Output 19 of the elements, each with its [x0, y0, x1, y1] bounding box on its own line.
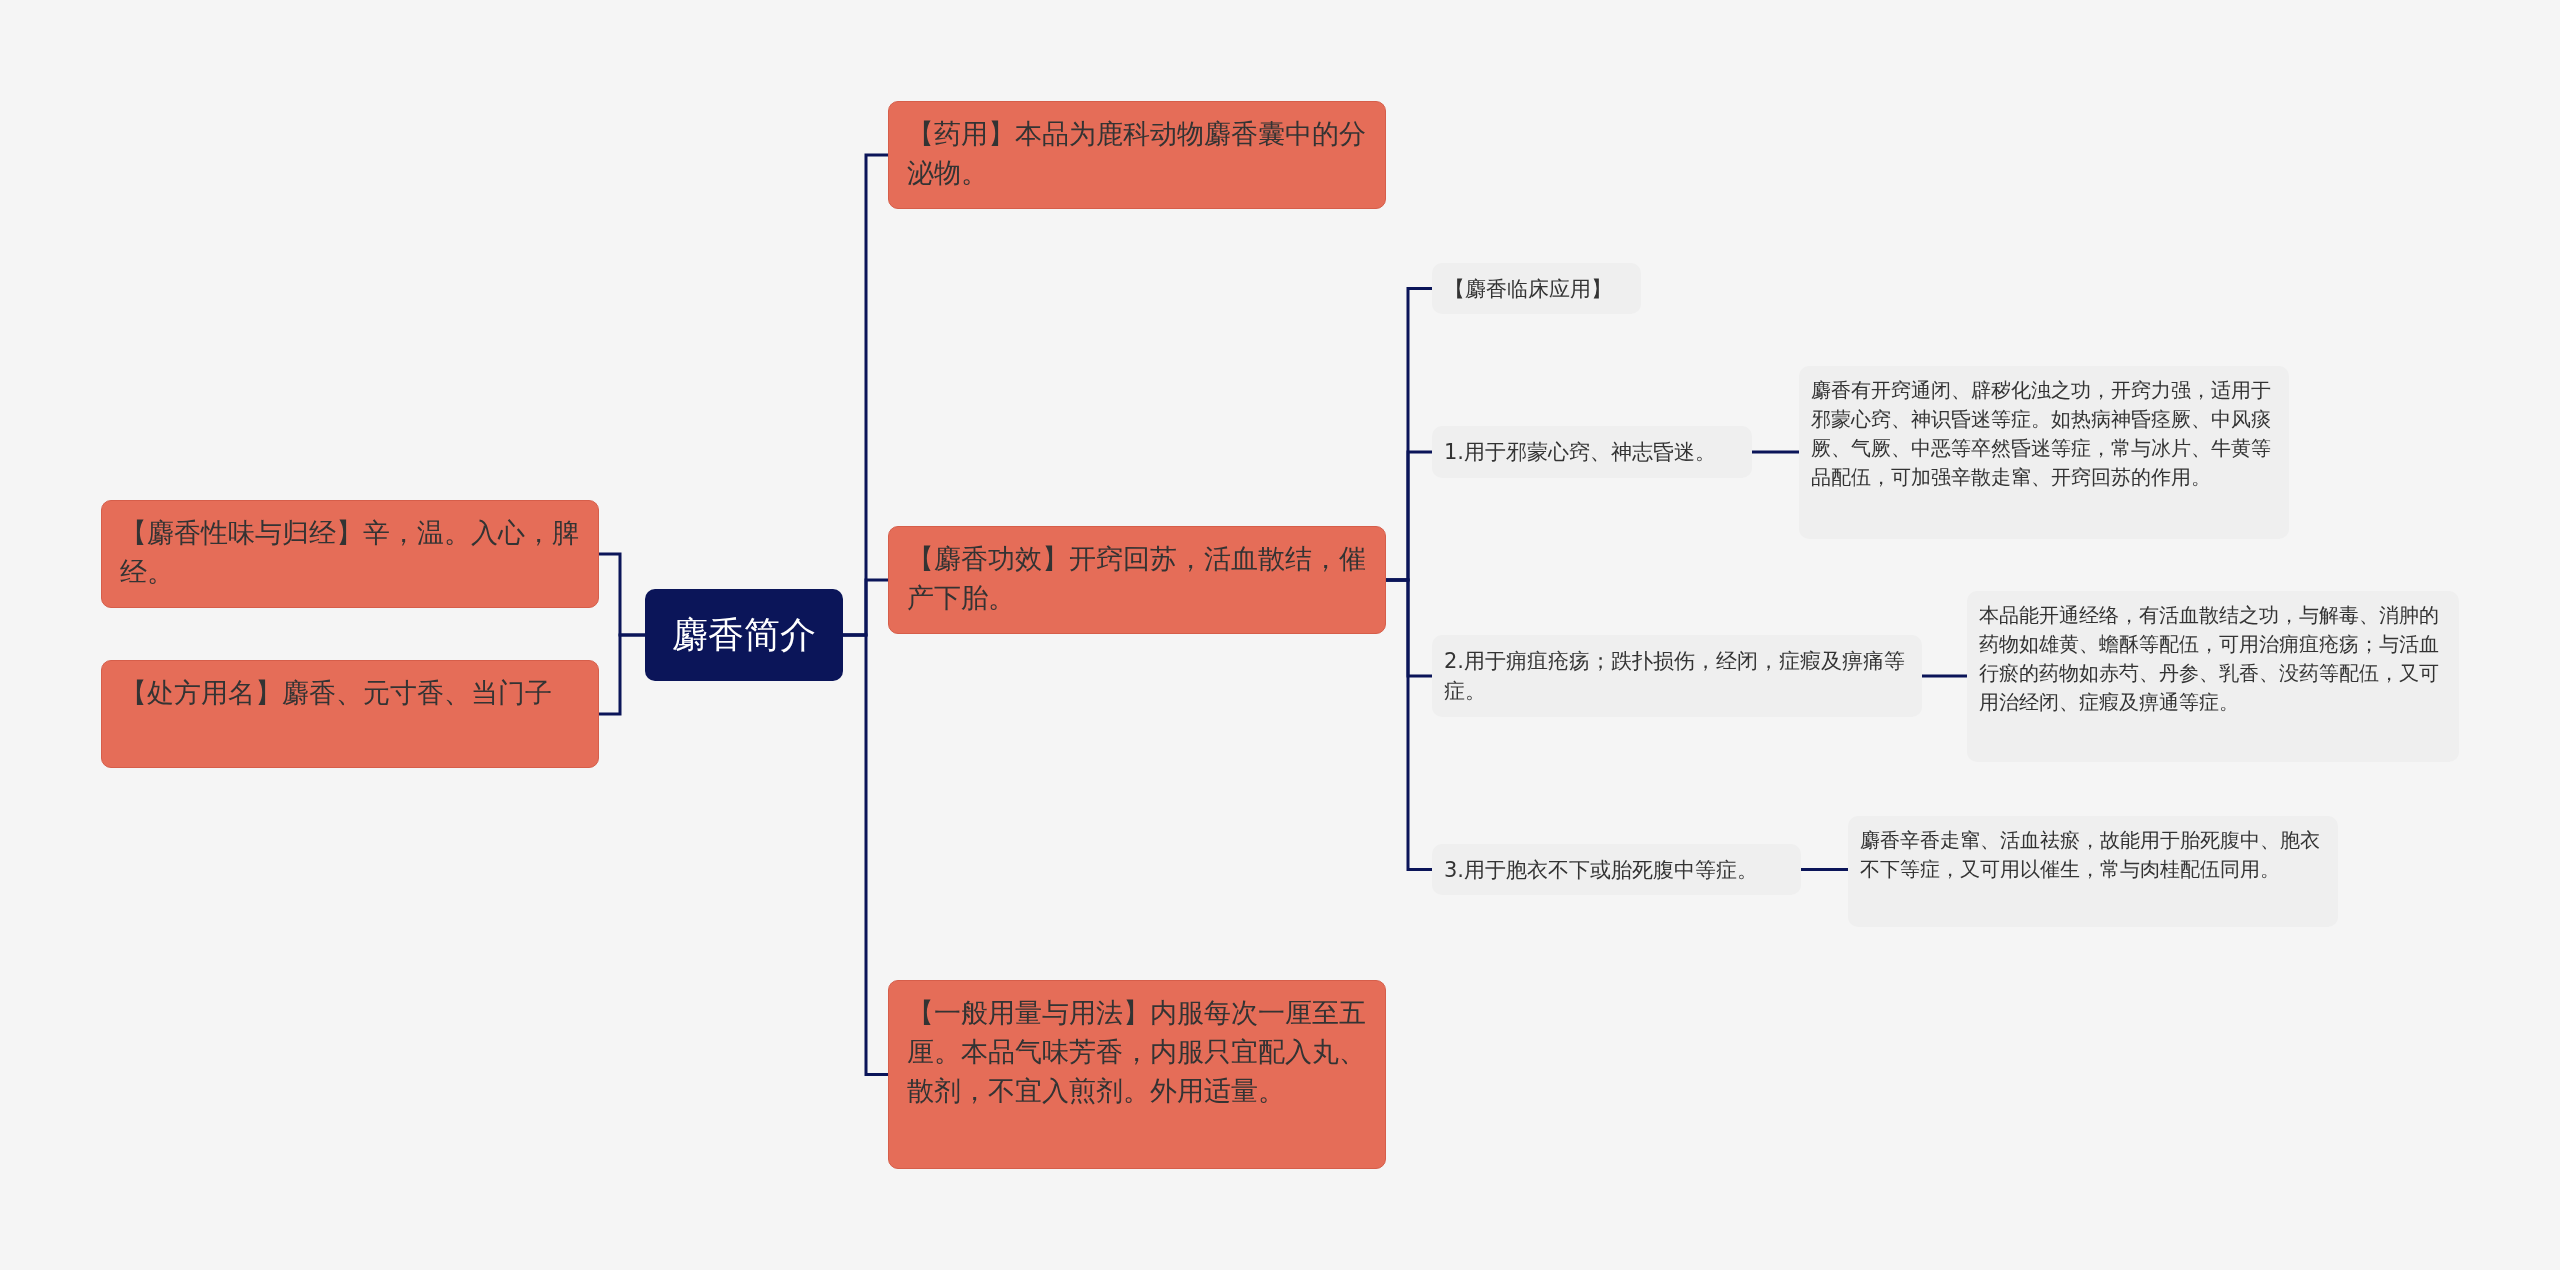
connector-line — [1922, 674, 1967, 678]
connector-line — [1801, 868, 1848, 871]
topic-box: 【处方用名】麝香、元寸香、当门子 — [101, 660, 599, 768]
connector-line — [843, 633, 888, 1076]
connector-line — [1386, 578, 1432, 871]
topic-box: 【麝香性味与归经】辛，温。入心，脾经。 — [101, 500, 599, 608]
detail-box: 麝香有开窍通闭、辟秽化浊之功，开窍力强，适用于邪蒙心窍、神识昏迷等症。如热病神昏痉厥、中风痰厥、气厥、中恶等卒然昏迷等症，常与冰片、牛黄等品配伍，可加强辛散走窜、开窍回苏的作用。 — [1799, 366, 2289, 539]
subtopic-box: 3.用于胞衣不下或胎死腹中等症。 — [1432, 844, 1801, 895]
connector-line — [1752, 450, 1799, 454]
topic-box: 【药用】本品为鹿科动物麝香囊中的分泌物。 — [888, 101, 1386, 209]
detail-box: 麝香辛香走窜、活血祛瘀，故能用于胎死腹中、胞衣不下等症，又可用以催生，常与肉桂配伍同用。 — [1848, 816, 2338, 927]
topic-box: 【麝香功效】开窍回苏，活血散结，催产下胎。 — [888, 526, 1386, 634]
root-topic-box: 麝香简介 — [645, 589, 843, 681]
detail-box: 本品能开通经络，有活血散结之功，与解毒、消肿的药物如雄黄、蟾酥等配伍，可用治痈疽疮疡；与活血行瘀的药物如赤芍、丹参、乳香、没药等配伍，又可用治经闭、症瘕及痹通等症。 — [1967, 591, 2459, 762]
topic-box: 【一般用量与用法】内服每次一厘至五厘。本品气味芳香，内服只宜配入丸、散剂，不宜入煎剂。外用适量。 — [888, 980, 1386, 1169]
subtopic-box: 1.用于邪蒙心窍、神志昏迷。 — [1432, 426, 1752, 478]
subtopic-box: 2.用于痈疽疮疡；跌扑损伤，经闭，症瘕及痹痛等症。 — [1432, 635, 1922, 717]
subtopic-box: 【麝香临床应用】 — [1432, 263, 1641, 314]
connector-line — [599, 633, 645, 716]
